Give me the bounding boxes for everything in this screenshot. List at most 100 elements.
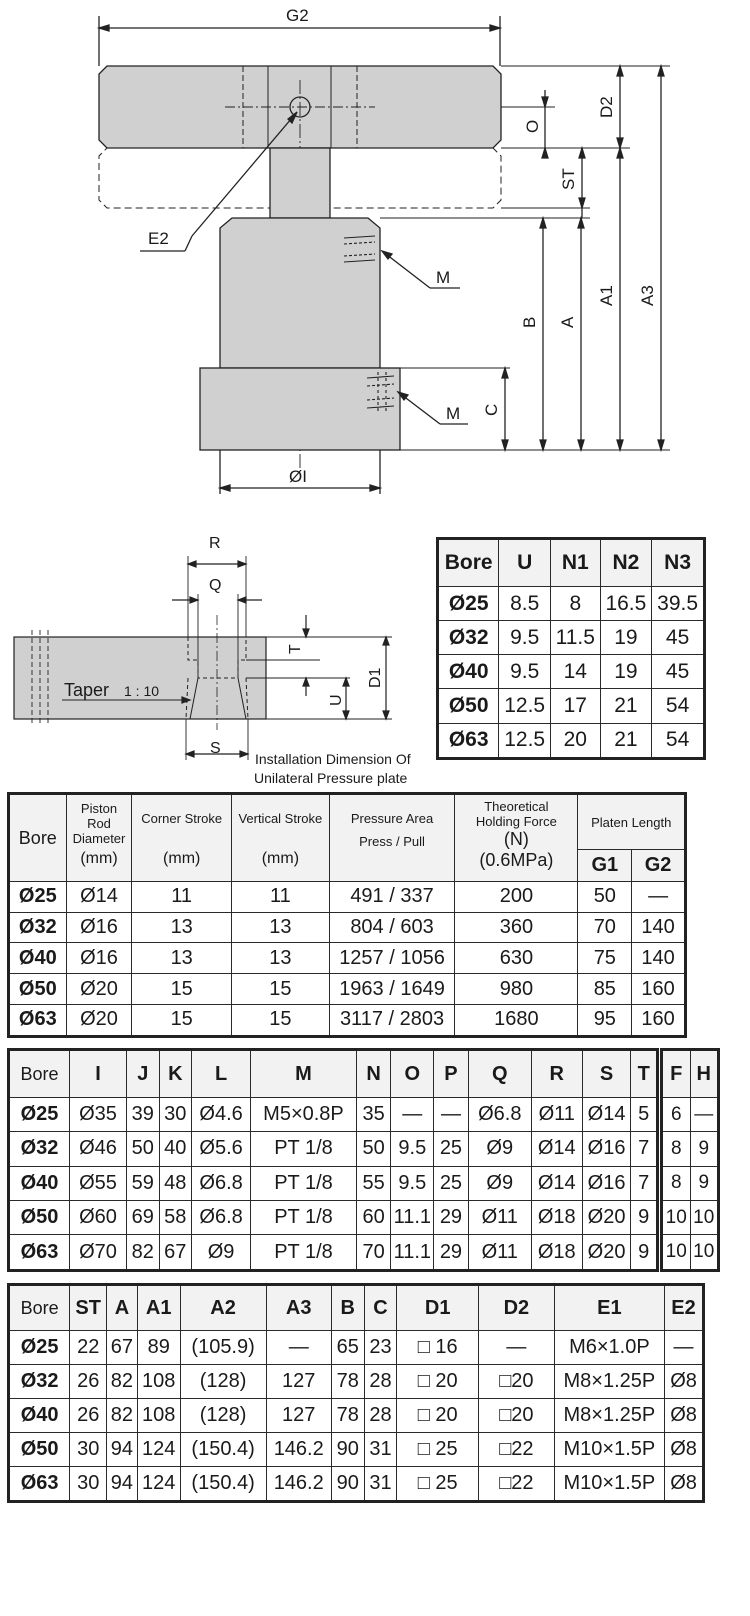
- col-header-rod: Piston Rod Diameter (mm): [65, 793, 133, 882]
- table-cell: Ø8: [664, 1431, 704, 1467]
- table-cell: 108: [136, 1397, 181, 1433]
- label-o: O: [523, 120, 542, 133]
- table-cell: 19: [599, 654, 653, 690]
- col-header: N3: [651, 538, 705, 587]
- table-cell: Ø6.8: [191, 1199, 252, 1236]
- table-cell: 50: [577, 881, 633, 913]
- table-cell: 35: [355, 1096, 392, 1133]
- bore-cell: Ø50: [8, 973, 67, 1005]
- table-cell: Ø14: [530, 1165, 583, 1201]
- table-cell: Ø14: [65, 881, 133, 913]
- table-cell: 9: [630, 1234, 658, 1271]
- bore-cell: Ø63: [7, 1234, 71, 1271]
- table-cell: 11: [231, 881, 330, 913]
- table-cell: 8: [661, 1165, 691, 1201]
- label-a1: A1: [597, 285, 616, 306]
- table-cell: 160: [631, 973, 686, 1005]
- header-text: Piston: [80, 801, 118, 816]
- table-cell: M10×1.5P: [553, 1431, 666, 1467]
- label-g2: G2: [286, 6, 309, 25]
- table-cell: 11.5: [549, 620, 601, 656]
- table-cell: Ø60: [69, 1199, 127, 1236]
- table-cell: 124: [136, 1431, 181, 1467]
- table-cell: —: [478, 1330, 555, 1365]
- label-st: ST: [559, 168, 578, 190]
- table-cell: 95: [577, 1003, 633, 1038]
- table-cell: 65: [330, 1330, 365, 1365]
- table-cell: Ø55: [69, 1165, 127, 1201]
- table-cell: 69: [125, 1199, 160, 1236]
- table-cell: 13: [131, 911, 232, 944]
- col-header-bore: Bore: [8, 793, 67, 882]
- table-cell: M6×1.0P: [553, 1330, 666, 1365]
- table-cell: PT 1/8: [250, 1234, 357, 1271]
- bore-cell: Ø25: [8, 881, 67, 913]
- table-cell: Ø16: [581, 1131, 632, 1167]
- table-cell: 16.5: [599, 585, 653, 622]
- table-specifications: Bore Piston Rod Diameter (mm) Corner Str…: [7, 792, 687, 1038]
- label-c: C: [482, 404, 501, 416]
- table-cell: Ø6.8: [191, 1165, 252, 1201]
- table-cell: 22: [69, 1330, 108, 1365]
- bore-cell: Ø25: [7, 1330, 71, 1365]
- bore-cell: Ø40: [7, 1397, 71, 1433]
- table-cell: 9.5: [390, 1131, 435, 1167]
- caption-line-2: Unilateral Pressure plate: [254, 770, 408, 786]
- table-cell: PT 1/8: [250, 1165, 357, 1201]
- bore-cell: Ø63: [436, 722, 500, 759]
- table-cell: Ø5.6: [191, 1131, 252, 1167]
- table-cell: 67: [106, 1330, 138, 1365]
- label-s: S: [210, 740, 221, 757]
- col-header: A2: [179, 1284, 267, 1331]
- table-cell: 8: [549, 585, 601, 622]
- table-cell: 9.5: [498, 620, 551, 656]
- bore-cell: Ø50: [436, 688, 500, 724]
- table-cell: 39: [125, 1096, 160, 1133]
- table-cell: 11.1: [390, 1234, 435, 1271]
- header-text: Corner Stroke: [141, 811, 223, 826]
- header-text: Holding Force: [475, 814, 557, 829]
- table-cell: 21: [599, 688, 653, 724]
- bore-cell: Ø32: [7, 1363, 71, 1399]
- table-cell: 146.2: [265, 1431, 332, 1467]
- table-cell: M8×1.25P: [553, 1363, 666, 1399]
- table-cell: M5×0.8P: [250, 1096, 357, 1133]
- bore-cell: Ø32: [436, 620, 500, 656]
- table-cell: 13: [231, 942, 330, 975]
- col-header: L: [191, 1049, 252, 1098]
- table-cell: 127: [265, 1363, 332, 1399]
- table-header-row: Bore U N1 N2 N3: [436, 538, 705, 587]
- bore-cell: Ø63: [8, 1003, 67, 1038]
- table-cell: Ø8: [664, 1363, 704, 1399]
- table-cell: Ø20: [65, 973, 133, 1005]
- table-cell: 15: [231, 1003, 330, 1038]
- table-cell: 9: [689, 1165, 719, 1201]
- table-cell: 25: [433, 1131, 469, 1167]
- header-unit: (mm): [261, 850, 300, 867]
- header-text: Pressure Area: [350, 811, 434, 826]
- table-cell: Ø20: [581, 1199, 632, 1236]
- col-header: F: [661, 1049, 691, 1098]
- table-cell: 9.5: [390, 1165, 435, 1201]
- table-cell: Ø70: [69, 1234, 127, 1271]
- header-text: Theoretical: [484, 799, 549, 814]
- table-cell: 39.5: [651, 585, 705, 622]
- header-unit: (N): [503, 829, 529, 849]
- label-m-lower: M: [446, 404, 460, 423]
- label-phi-i: ØI: [289, 467, 307, 486]
- table-cell: Ø20: [65, 1003, 133, 1038]
- table-cell: 9: [630, 1199, 658, 1236]
- col-header: H: [689, 1049, 719, 1098]
- label-taper: Taper: [64, 680, 109, 700]
- table-cell: M10×1.5P: [553, 1465, 666, 1503]
- table-cell: 67: [158, 1234, 193, 1271]
- table-cell: □22: [478, 1465, 555, 1503]
